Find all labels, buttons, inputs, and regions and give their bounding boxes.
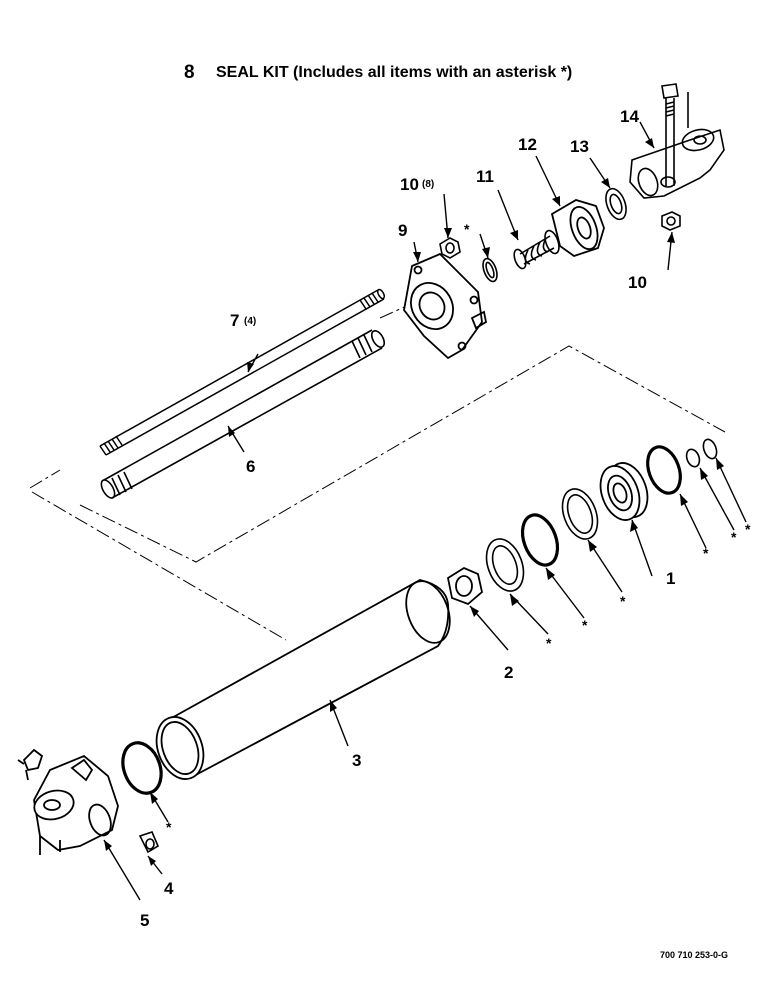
breather-plug <box>138 831 160 854</box>
asterisk-oring-large: * <box>703 545 709 561</box>
callout-10-lower: 10 <box>628 273 647 292</box>
callout-5: 5 <box>140 911 149 930</box>
callout-10-quantity: (8) <box>422 179 434 190</box>
asterisk-ring-a: * <box>731 529 737 545</box>
seal-kit-title: SEAL KIT (Includes all items with an ast… <box>216 64 573 81</box>
asterisk-backup-ring: * <box>620 593 626 609</box>
clevis-bolt <box>661 83 679 186</box>
leader-lines <box>103 121 747 901</box>
callout-6: 6 <box>246 457 255 476</box>
seal-kit-item-number: 8 <box>184 62 195 83</box>
callout-10-upper: 10 <box>400 175 419 194</box>
callout-4: 4 <box>164 879 174 898</box>
small-seal-ring <box>482 257 498 283</box>
callout-3: 3 <box>352 751 361 770</box>
nut-small-upper <box>439 237 461 259</box>
asterisk-oring-mid: * <box>582 617 588 633</box>
seal-small-ring-a <box>702 438 718 460</box>
seal-oring-large <box>646 445 682 495</box>
callout-1: 1 <box>666 569 675 588</box>
callout-7: 7 <box>230 311 239 330</box>
asterisk-wiper-ring: * <box>546 635 552 651</box>
large-hex-nut <box>550 199 605 257</box>
head-gland <box>403 252 488 360</box>
seal-wiper-ring <box>485 538 525 592</box>
callout-12: 12 <box>518 135 537 154</box>
asterisk-ring-b: * <box>745 521 751 537</box>
callout-7-quantity: (4) <box>244 316 256 327</box>
cylinder-barrel <box>155 579 451 780</box>
piston-nut <box>446 566 483 606</box>
spring <box>513 229 560 270</box>
callout-14: 14 <box>620 107 639 126</box>
callout-labels: 1 2 3 4 5 6 7 (4) 9 10 (8) 11 12 13 14 1… <box>140 107 751 930</box>
callout-11: 11 <box>476 167 494 186</box>
callout-13: 13 <box>570 137 589 156</box>
washer <box>605 187 627 221</box>
piston-rod <box>100 329 386 499</box>
clevis-upper <box>629 92 725 199</box>
base-clevis <box>17 748 119 855</box>
seal-small-ring-b <box>685 448 701 468</box>
seal-oring-mid <box>520 513 560 567</box>
callout-2: 2 <box>504 663 513 682</box>
tie-rod <box>99 288 386 456</box>
drawing-code: 700 710 253-0-G <box>660 950 729 960</box>
leader-arrowheads <box>104 138 724 866</box>
callout-9: 9 <box>398 221 407 240</box>
seal-backup-ring <box>561 488 599 540</box>
asterisk-oring-base: * <box>166 819 172 835</box>
nut-small-lower <box>661 211 681 231</box>
asterisk-upper-ring: * <box>464 221 470 237</box>
piston <box>599 462 649 521</box>
